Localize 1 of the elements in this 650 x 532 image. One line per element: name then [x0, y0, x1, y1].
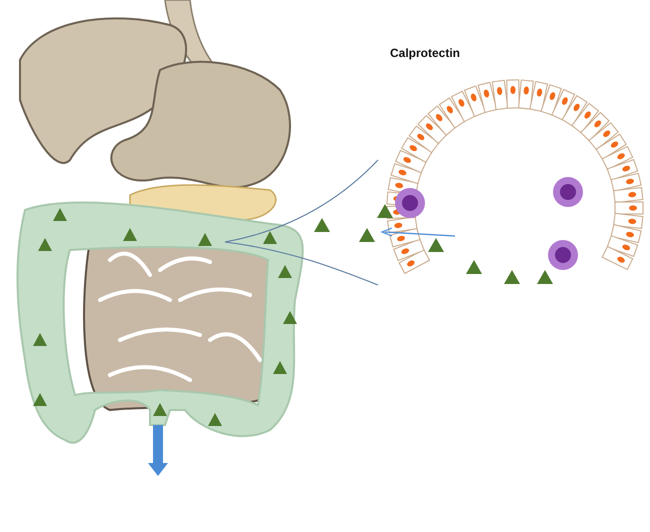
calprotectin-label: Calprotectin: [390, 46, 460, 60]
